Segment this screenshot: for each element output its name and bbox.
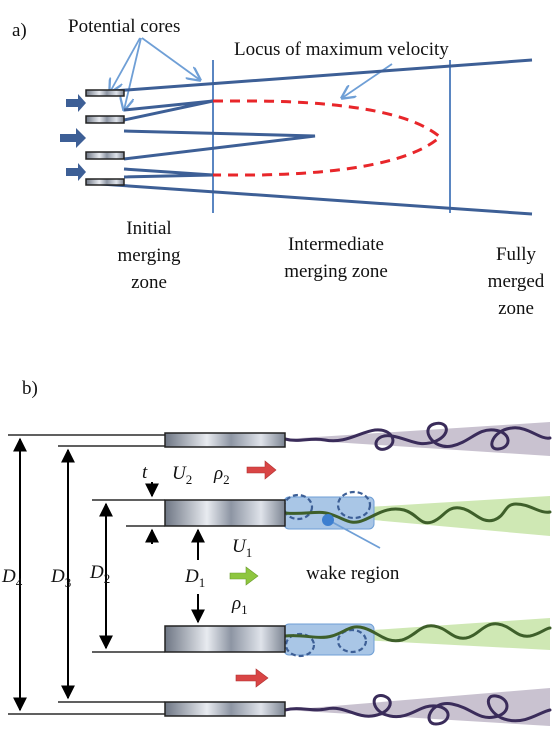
- svg-text:merging zone: merging zone: [284, 261, 388, 282]
- svg-text:Initial: Initial: [126, 218, 171, 239]
- svg-text:merged: merged: [488, 271, 545, 292]
- locus-callout: [342, 63, 393, 98]
- locus-of-maximum-velocity: [213, 99, 443, 177]
- d2-label: D2: [89, 562, 110, 586]
- inflow-arrows: [60, 94, 86, 181]
- svg-text:zone: zone: [498, 298, 534, 319]
- svg-text:Fully: Fully: [496, 244, 537, 265]
- t-label: t: [142, 462, 148, 483]
- reference-lines: [8, 434, 165, 715]
- potential-cores-callouts: [110, 37, 200, 110]
- svg-text:Intermediate: Intermediate: [288, 234, 384, 255]
- outer-flow-arrow-top: [246, 460, 277, 480]
- potential-cores-label: Potential cores: [68, 16, 180, 37]
- panel-b: b) wake region: [1, 378, 552, 726]
- zone-fully-label: Fully merged zone: [488, 244, 545, 319]
- svg-text:zone: zone: [131, 272, 167, 293]
- wake-region-label: wake region: [306, 563, 400, 584]
- jet-boundaries: [85, 58, 533, 216]
- panel-a-nozzles: [85, 89, 125, 186]
- rho1-label: ρ1: [231, 593, 248, 617]
- outer-flow-arrow-bottom: [235, 668, 269, 688]
- d4-label: D4: [1, 566, 23, 590]
- panel-b-nozzles: [164, 432, 286, 717]
- shear-layer-waves: [283, 421, 552, 726]
- wake-callout: [322, 514, 381, 549]
- panel-a: a) Potential cores Locus of maximum velo…: [12, 16, 545, 319]
- locus-label: Locus of maximum velocity: [234, 39, 449, 60]
- dimension-arrows: [13, 437, 205, 712]
- panel-b-label: b): [22, 378, 38, 399]
- d3-label: D3: [50, 566, 71, 590]
- inner-flow-arrow: [229, 566, 259, 586]
- zone-initial-label: Initial merging zone: [118, 218, 181, 293]
- rho2-label: ρ2: [213, 463, 230, 487]
- u2-label: U2: [172, 463, 192, 487]
- inner-shear-zone-top: [285, 496, 550, 536]
- d1-label: D1: [184, 566, 205, 590]
- panel-a-label: a): [12, 20, 27, 41]
- inner-shear-zone-bottom: [285, 618, 550, 650]
- dimension-labels: D4 D3 D2 D1 t U2 ρ2 U1 ρ1: [1, 462, 252, 617]
- svg-text:merging: merging: [118, 245, 181, 266]
- zone-intermediate-label: Intermediate merging zone: [284, 234, 388, 282]
- u1-label: U1: [232, 536, 252, 560]
